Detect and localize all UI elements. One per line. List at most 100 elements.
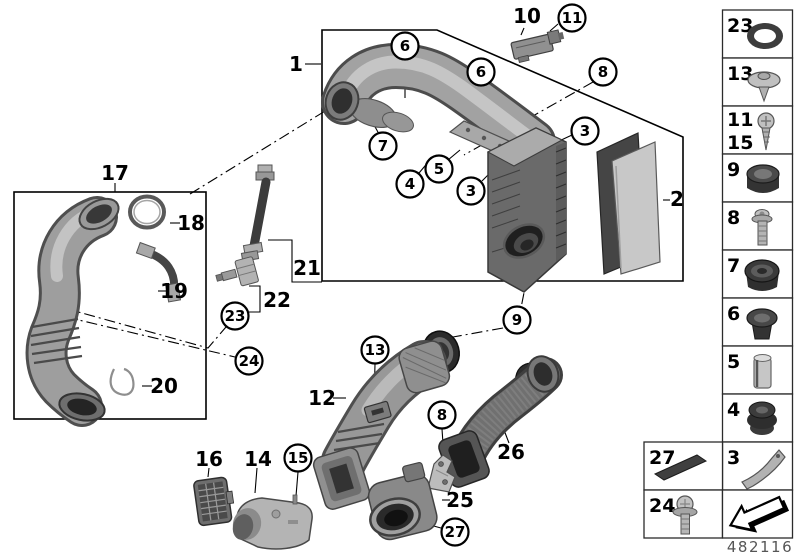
svg-text:11: 11 xyxy=(727,109,753,131)
svg-text:8: 8 xyxy=(437,406,447,424)
label-21[interactable]: 21 xyxy=(293,256,321,280)
svg-text:23: 23 xyxy=(727,15,753,37)
callout-24[interactable]: 24 xyxy=(234,346,264,376)
legend-row-9[interactable]: 9 xyxy=(721,153,794,203)
svg-text:3: 3 xyxy=(580,122,590,140)
legend-row-4[interactable]: 4 xyxy=(721,393,794,443)
svg-text:23: 23 xyxy=(225,307,246,325)
label-14[interactable]: 14 xyxy=(244,447,272,471)
svg-text:27: 27 xyxy=(649,447,675,469)
label-17[interactable]: 17 xyxy=(101,161,129,185)
label-25[interactable]: 25 xyxy=(446,488,474,512)
callout-8-top[interactable]: 8 xyxy=(588,57,618,87)
label-10[interactable]: 10 xyxy=(513,4,541,28)
legend-sidebar: 23 13 11 15 xyxy=(643,9,794,556)
label-12[interactable]: 12 xyxy=(308,386,336,410)
svg-text:8: 8 xyxy=(727,207,740,229)
label-19[interactable]: 19 xyxy=(160,279,188,303)
legend-row-6[interactable]: 6 xyxy=(721,297,794,347)
svg-text:27: 27 xyxy=(445,523,466,541)
callout-6-right[interactable]: 6 xyxy=(466,57,496,87)
back-arrow-icon[interactable] xyxy=(725,489,792,541)
svg-text:4: 4 xyxy=(405,175,415,193)
screw-with-washer-icon xyxy=(672,495,698,535)
tapping-screw-icon xyxy=(757,112,775,151)
svg-text:13: 13 xyxy=(727,63,753,85)
svg-text:6: 6 xyxy=(400,37,410,55)
callout-4[interactable]: 4 xyxy=(395,169,425,199)
svg-text:9: 9 xyxy=(727,159,740,181)
callout-8-bracket[interactable]: 8 xyxy=(427,400,457,430)
legend-row-24[interactable]: 24 xyxy=(643,489,724,539)
intake-duct-17 xyxy=(25,196,120,427)
callout-27[interactable]: 27 xyxy=(440,517,470,547)
o-ring-icon xyxy=(747,23,783,49)
svg-text:15: 15 xyxy=(727,132,753,154)
callout-13[interactable]: 13 xyxy=(360,335,390,365)
torx-bolt-icon xyxy=(751,209,773,246)
svg-text:6: 6 xyxy=(476,63,486,81)
connector-22 xyxy=(215,256,259,287)
label-18[interactable]: 18 xyxy=(177,211,205,235)
assembly-17-region-box xyxy=(13,191,207,420)
legend-row-11-15[interactable]: 11 15 xyxy=(721,105,794,155)
svg-text:24: 24 xyxy=(649,495,675,517)
retaining-clip-20 xyxy=(109,367,135,396)
flanged-grommet-icon xyxy=(746,308,778,340)
rubber-buffer-icon xyxy=(747,401,777,435)
label-20[interactable]: 20 xyxy=(150,374,178,398)
sealing-strip-icon xyxy=(653,454,708,481)
maf-sensor xyxy=(510,29,565,63)
svg-text:11: 11 xyxy=(562,9,583,27)
air-duct-cover-14 xyxy=(232,494,313,550)
legend-row-23[interactable]: 23 xyxy=(721,9,794,59)
air-intake-duct-1 xyxy=(321,42,558,174)
svg-text:7: 7 xyxy=(727,255,740,277)
svg-text:15: 15 xyxy=(288,449,309,467)
callout-5[interactable]: 5 xyxy=(424,154,454,184)
grille-16 xyxy=(193,476,235,527)
legend-row-8[interactable]: 8 xyxy=(721,201,794,251)
legend-nav-cell[interactable] xyxy=(721,489,794,541)
callout-7[interactable]: 7 xyxy=(368,131,398,161)
intake-duct-26 xyxy=(438,355,563,488)
bracket-25 xyxy=(427,454,456,493)
callout-9[interactable]: 9 xyxy=(502,305,532,335)
callout-6-left[interactable]: 6 xyxy=(390,31,420,61)
retaining-bracket-icon xyxy=(741,449,786,490)
spacer-sleeve-icon xyxy=(753,354,772,389)
svg-text:4: 4 xyxy=(727,399,740,421)
callout-15[interactable]: 15 xyxy=(283,443,313,473)
label-22[interactable]: 22 xyxy=(263,288,291,312)
callout-3-housing-top[interactable]: 3 xyxy=(570,116,600,146)
svg-text:3: 3 xyxy=(466,182,476,200)
svg-text:5: 5 xyxy=(727,351,740,373)
duct-inlet-27 xyxy=(367,461,438,541)
svg-text:24: 24 xyxy=(239,352,260,370)
vent-pipe-21 xyxy=(240,164,275,262)
callout-23[interactable]: 23 xyxy=(220,301,250,331)
diagram-code: 482116 xyxy=(727,538,793,556)
assembly-1-region-box xyxy=(321,29,684,282)
expansion-rivet-icon xyxy=(747,71,781,103)
callout-3-housing-left[interactable]: 3 xyxy=(456,176,486,206)
svg-text:6: 6 xyxy=(727,303,740,325)
callout-11[interactable]: 11 xyxy=(557,3,587,33)
legend-row-7[interactable]: 7 xyxy=(721,249,794,299)
label-16[interactable]: 16 xyxy=(195,447,223,471)
label-2[interactable]: 2 xyxy=(670,187,684,211)
circled-callouts[interactable]: 6 6 7 4 5 3 3 8 9 11 13 8 15 23 24 xyxy=(220,3,618,547)
svg-text:3: 3 xyxy=(727,447,740,469)
lower-duct-12 xyxy=(312,330,460,510)
legend-row-3[interactable]: 3 xyxy=(721,441,794,491)
label-26[interactable]: 26 xyxy=(497,440,525,464)
clamp-ring-18 xyxy=(128,194,166,230)
grommet-icon xyxy=(746,164,780,193)
legend-row-13[interactable]: 13 xyxy=(721,57,794,107)
air-filter-element-2 xyxy=(596,132,661,275)
legend-row-5[interactable]: 5 xyxy=(721,345,794,395)
legend-row-27[interactable]: 27 xyxy=(643,441,724,491)
label-1[interactable]: 1 xyxy=(289,52,303,76)
part-number-labels[interactable]: 1 2 10 12 14 16 17 18 19 20 21 22 25 26 xyxy=(101,4,684,512)
